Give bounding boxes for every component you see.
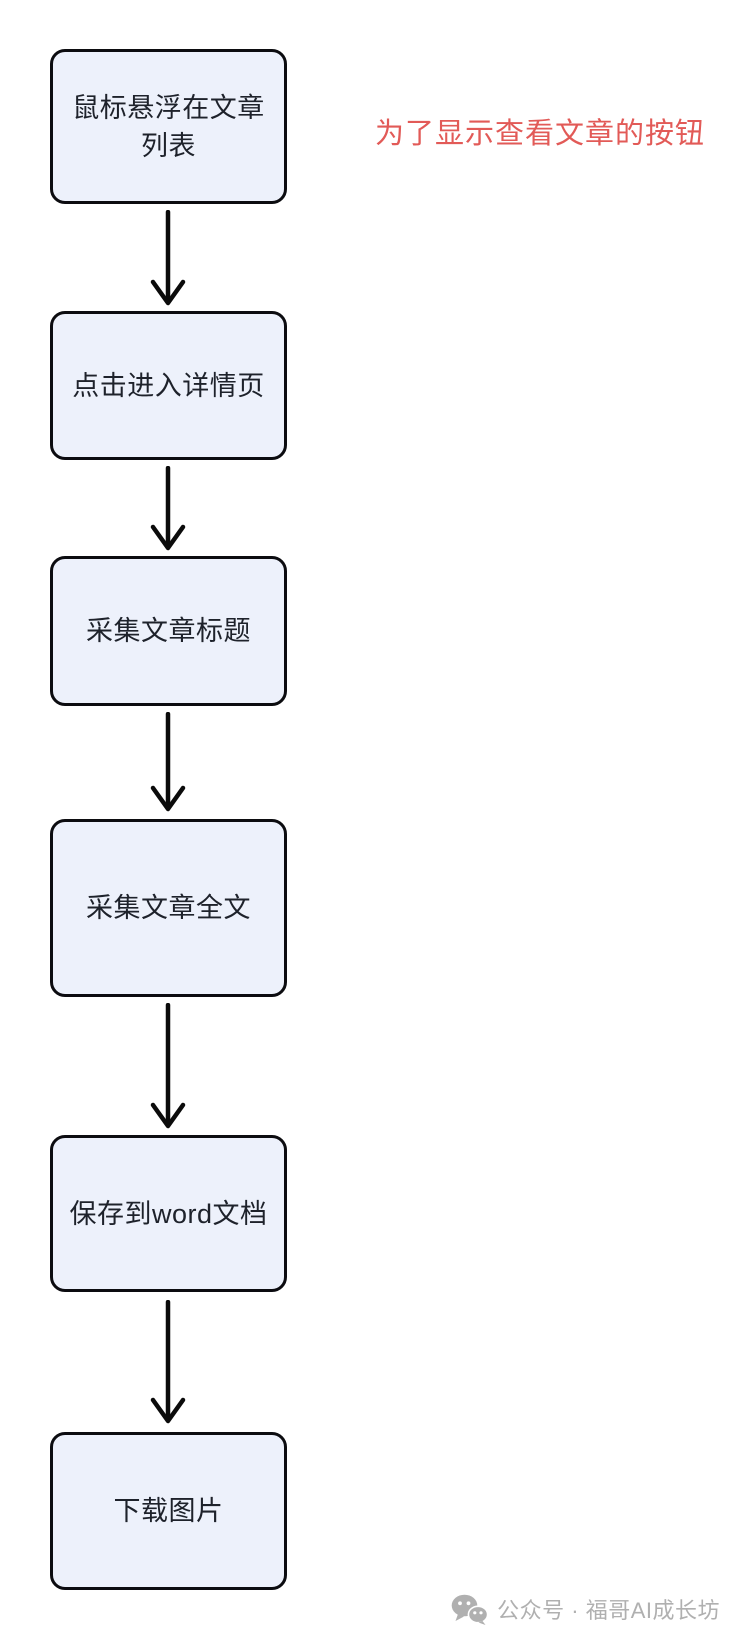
flow-connector-arrow-2 (150, 466, 186, 551)
flow-node-save-to-word: 保存到word文档 (50, 1135, 287, 1292)
flow-node-download-images: 下载图片 (50, 1432, 287, 1590)
annotation-note: 为了显示查看文章的按钮 (375, 118, 706, 150)
arrow-head-icon (150, 785, 186, 812)
arrow-head-icon (150, 524, 186, 551)
wechat-icon (451, 1594, 489, 1625)
watermark-text: 公众号 · 福哥AI成长坊 (497, 1598, 720, 1623)
wechat-watermark: 公众号 · 福哥AI成长坊 (451, 1593, 720, 1625)
flow-node-collect-article-fulltext: 采集文章全文 (50, 819, 287, 997)
flow-connector-arrow-4 (150, 1003, 186, 1129)
flow-connector-arrow-3 (150, 712, 186, 812)
flow-connector-arrow-5 (150, 1300, 186, 1424)
arrow-head-icon (150, 1102, 186, 1129)
flow-connector-arrow-1 (150, 210, 186, 306)
arrow-head-icon (150, 1397, 186, 1424)
flow-node-click-detail-page: 点击进入详情页 (50, 311, 287, 460)
flow-node-collect-article-title: 采集文章标题 (50, 556, 287, 706)
arrow-head-icon (150, 279, 186, 306)
flow-node-hover-article-list: 鼠标悬浮在文章 列表 (50, 49, 287, 204)
